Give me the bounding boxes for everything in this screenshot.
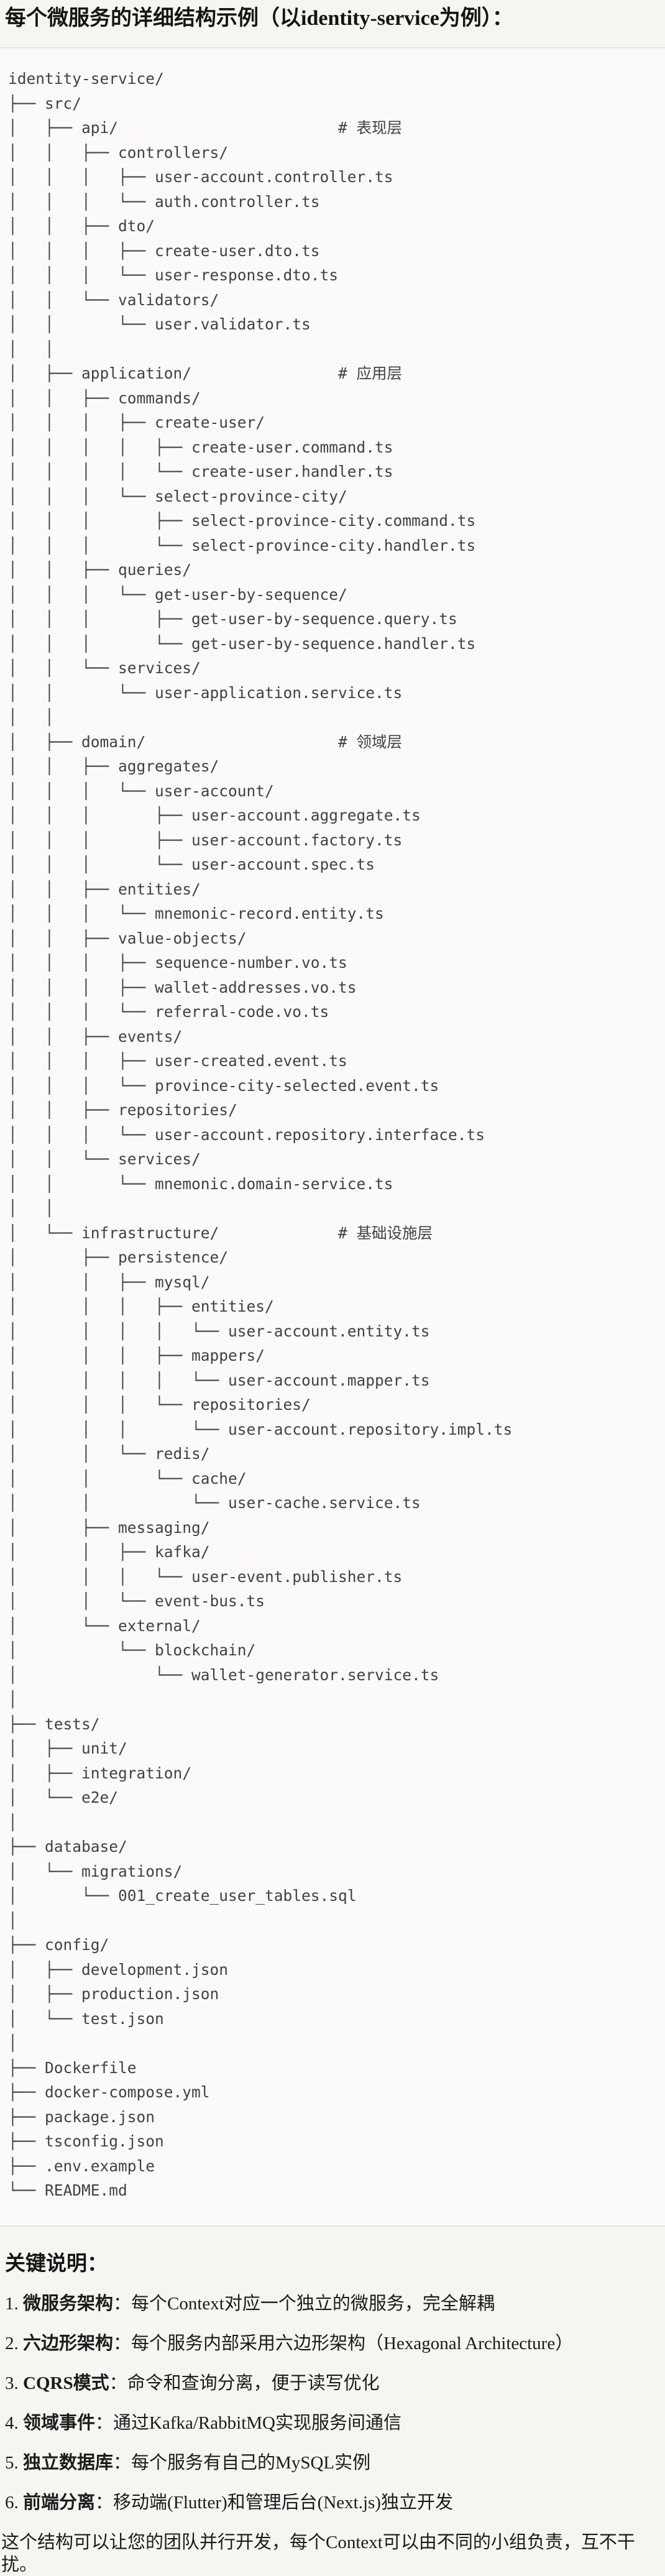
note-colon: ： (113, 2452, 132, 2473)
note-item: 6. 前端分离：移动端(Flutter)和管理后台(Next.js)独立开发 (5, 2491, 659, 2514)
notes-list: 1. 微服务架构：每个Context对应一个独立的微服务，完全解耦 2. 六边形… (0, 2293, 665, 2514)
note-item: 3. CQRS模式：命令和查询分离，便于读写优化 (5, 2372, 659, 2394)
note-label: 微服务架构 (23, 2293, 114, 2314)
note-text: 每个服务内部采用六边形架构（Hexagonal Architecture） (131, 2333, 574, 2353)
note-number: 5. (5, 2452, 19, 2473)
note-text: 每个Context对应一个独立的微服务，完全解耦 (131, 2293, 495, 2314)
note-number: 6. (5, 2492, 19, 2513)
note-label: 领域事件 (23, 2413, 96, 2433)
note-colon: ： (95, 2413, 114, 2433)
notes-heading: 关键说明： (5, 2252, 108, 2275)
note-colon: ： (95, 2492, 114, 2513)
note-text: 移动端(Flutter)和管理后台(Next.js)独立开发 (113, 2492, 453, 2513)
note-label: 独立数据库 (23, 2452, 114, 2473)
note-text: 每个服务有自己的MySQL实例 (131, 2452, 371, 2473)
note-label: CQRS模式 (23, 2373, 109, 2393)
note-colon: ： (113, 2293, 132, 2314)
closing-paragraph: 这个结构可以让您的团队并行开发，每个Context可以由不同的小组负责，互不干扰… (1, 2532, 635, 2575)
note-number: 1. (5, 2293, 19, 2314)
note-text: 通过Kafka/RabbitMQ实现服务间通信 (113, 2413, 401, 2433)
note-text: 命令和查询分离，便于读写优化 (127, 2373, 380, 2393)
directory-tree-code-block: identity-service/ ├── src/ │ ├── api/ # … (0, 47, 665, 2227)
note-colon: ： (113, 2333, 132, 2353)
note-item: 1. 微服务架构：每个Context对应一个独立的微服务，完全解耦 (5, 2293, 659, 2315)
note-number: 4. (5, 2413, 19, 2433)
note-label: 前端分离 (23, 2492, 96, 2513)
note-item: 5. 独立数据库：每个服务有自己的MySQL实例 (5, 2452, 659, 2474)
note-colon: ： (109, 2373, 127, 2393)
note-number: 3. (5, 2373, 19, 2393)
note-item: 4. 领域事件：通过Kafka/RabbitMQ实现服务间通信 (5, 2412, 659, 2434)
note-number: 2. (5, 2333, 19, 2353)
note-item: 2. 六边形架构：每个服务内部采用六边形架构（Hexagonal Archite… (5, 2332, 659, 2355)
page-title: 每个微服务的详细结构示例（以identity-service为例）： (5, 7, 513, 30)
note-label: 六边形架构 (23, 2333, 114, 2353)
